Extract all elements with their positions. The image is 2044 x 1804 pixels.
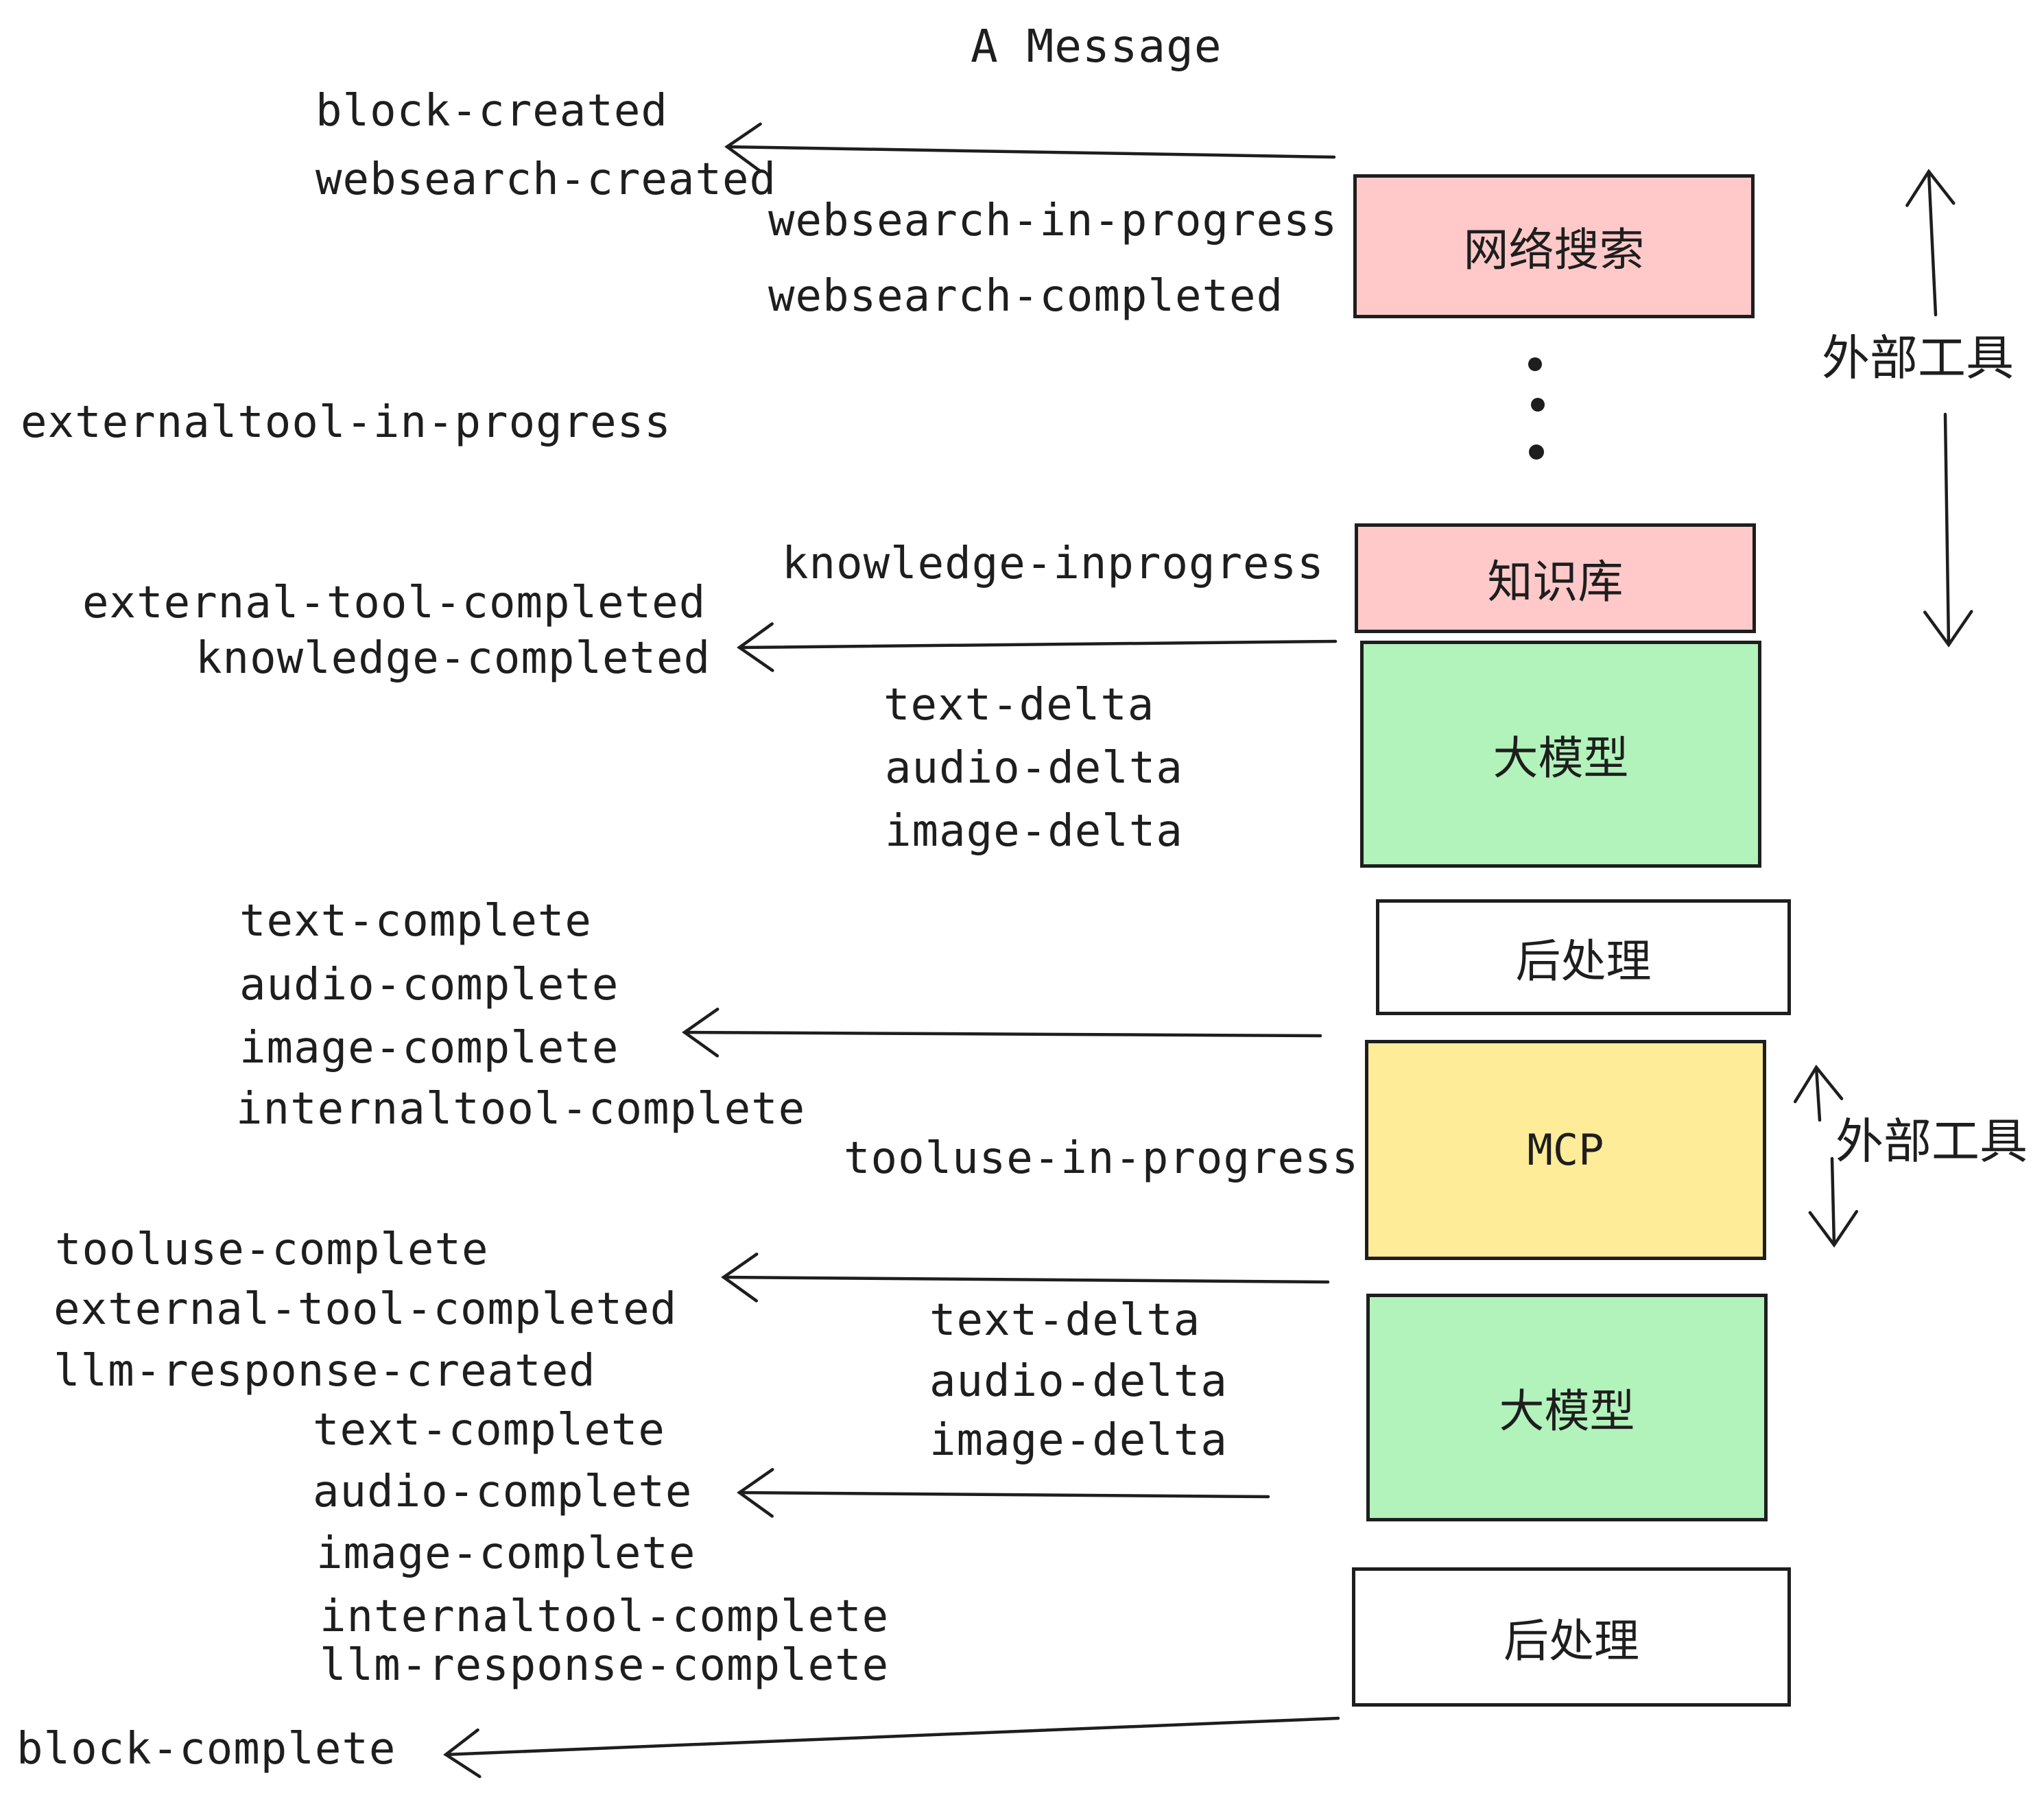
- diagram-title: A Message: [971, 20, 1222, 73]
- event-label-image-complete-2: image-complete: [316, 1528, 696, 1579]
- event-label-audio-delta-1: audio-delta: [885, 743, 1183, 794]
- arrow-image-complete: [682, 1008, 1322, 1058]
- node-postprocess-1: 后处理: [1376, 899, 1791, 1015]
- arrow-external-tools-up-2: [1793, 1065, 1844, 1122]
- event-label-llm-response-complete: llm-response-complete: [320, 1640, 890, 1691]
- event-label-tooluse-complete: tooluse-complete: [55, 1224, 489, 1275]
- event-label-audio-delta-2: audio-delta: [929, 1356, 1228, 1407]
- arrow-external-tools-down-2: [1808, 1156, 1859, 1248]
- event-label-block-created: block-created: [316, 86, 668, 137]
- node-knowledge-base: 知识库: [1355, 523, 1756, 633]
- ellipsis-dot: [1531, 398, 1545, 412]
- arrow-knowledge-completed: [737, 622, 1338, 672]
- event-label-websearch-in-progress: websearch-in-progress: [768, 195, 1338, 246]
- event-label-image-delta-1: image-delta: [885, 806, 1183, 857]
- event-label-knowledge-completed: knowledge-completed: [195, 633, 711, 684]
- event-label-external-tool-completed-1: external-tool-completed: [82, 578, 706, 628]
- event-label-audio-complete-1: audio-complete: [239, 960, 619, 1010]
- node-llm-2: 大模型: [1366, 1294, 1768, 1521]
- event-label-websearch-created: websearch-created: [316, 154, 777, 205]
- event-label-audio-complete-2: audio-complete: [313, 1467, 693, 1517]
- arrow-audio-complete: [737, 1468, 1270, 1518]
- external-tools-label-top: 外部工具: [1822, 330, 2014, 386]
- event-label-image-delta-2: image-delta: [929, 1415, 1228, 1466]
- event-label-external-tool-completed-2: external-tool-completed: [54, 1284, 678, 1335]
- event-label-image-complete-1: image-complete: [239, 1023, 619, 1073]
- event-label-internaltool-complete-1: internaltool-complete: [236, 1084, 806, 1135]
- event-label-internaltool-complete-2: internaltool-complete: [320, 1591, 890, 1642]
- arrow-block-created: [724, 122, 1336, 173]
- arrow-external-tools-up-1: [1905, 169, 1956, 317]
- event-label-websearch-completed: websearch-completed: [768, 271, 1284, 322]
- event-label-externaltool-in-progress: externaltool-in-progress: [21, 397, 672, 448]
- external-tools-label-mid: 外部工具: [1835, 1113, 2028, 1170]
- arrow-tooluse-complete: [721, 1253, 1330, 1303]
- event-label-block-complete: block-complete: [16, 1724, 396, 1775]
- node-mcp: MCP: [1365, 1040, 1766, 1260]
- event-label-tooluse-in-progress: tooluse-in-progress: [844, 1133, 1359, 1184]
- arrow-external-tools-down-1: [1923, 412, 1973, 648]
- event-label-text-delta-2: text-delta: [929, 1295, 1201, 1346]
- event-label-text-complete-1: text-complete: [239, 896, 592, 947]
- event-label-knowledge-inprogress: knowledge-inprogress: [782, 538, 1324, 589]
- node-postprocess-2: 后处理: [1352, 1567, 1791, 1707]
- ellipsis-dot: [1529, 444, 1544, 460]
- node-websearch: 网络搜索: [1353, 174, 1755, 318]
- node-llm-1: 大模型: [1360, 641, 1761, 868]
- arrow-block-complete: [443, 1716, 1340, 1779]
- event-label-text-complete-2: text-complete: [313, 1405, 665, 1456]
- event-label-text-delta-1: text-delta: [883, 680, 1155, 731]
- event-label-llm-response-created: llm-response-created: [54, 1346, 596, 1397]
- ellipsis-dot: [1528, 357, 1542, 371]
